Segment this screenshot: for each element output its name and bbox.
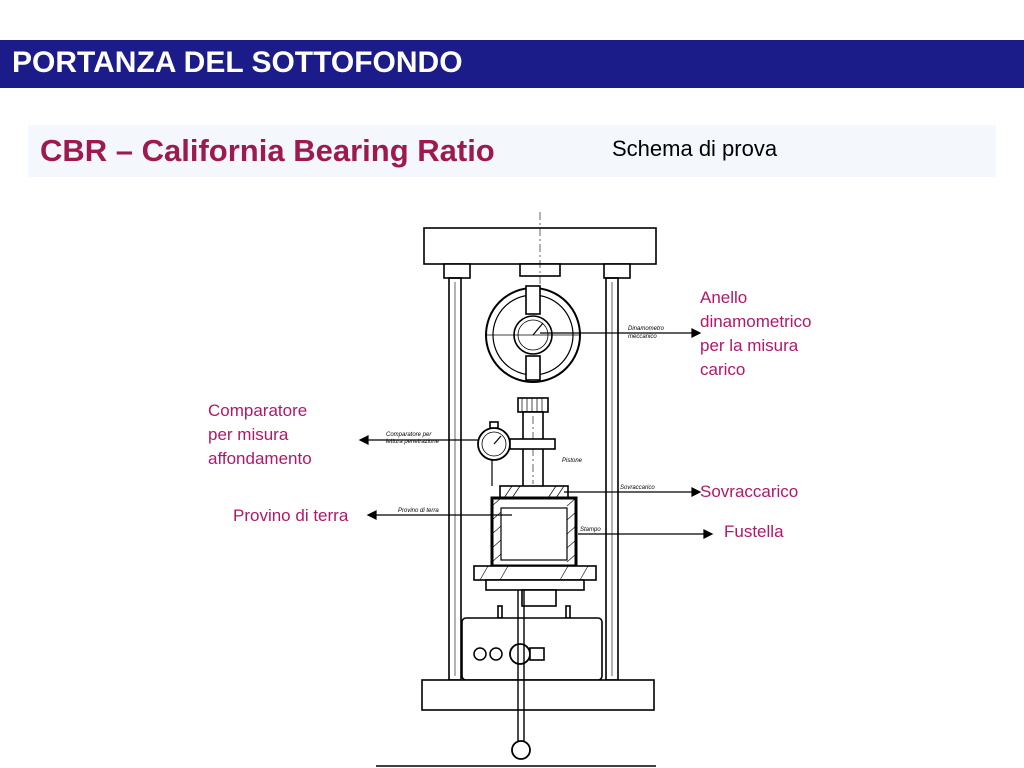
drawing-label-dinamometro: Dinamometro [628, 326, 665, 332]
section-header: CBR – California Bearing Ratio Schema di… [28, 125, 996, 177]
crank-handle [511, 740, 531, 760]
callout-comparatore: Comparatore per misura affondamento [208, 399, 312, 471]
callout-sovraccarico-text: Sovraccarico [700, 482, 799, 501]
base-plate [473, 565, 597, 581]
callout-comparatore-line-3: affondamento [208, 449, 312, 468]
drawing-label-stampo: Stampo [580, 527, 601, 533]
page-title: PORTANZA DEL SOTTOFONDO [12, 46, 463, 79]
drawing-label-pistone: Pistone [562, 458, 583, 464]
callout-comparatore-line-2: per misura [208, 425, 289, 444]
header-bar: PORTANZA DEL SOTTOFONDO [0, 40, 1024, 88]
drawing-label-comparatore: Comparatore per [386, 432, 432, 438]
callout-comparatore-line-1: Comparatore [208, 401, 308, 420]
callout-sovraccarico: Sovraccarico [700, 480, 798, 504]
drawing-label-meccanico: meccanico [628, 334, 657, 340]
callout-anello-dinamometrico: Anello dinamometrico per la misura caric… [700, 286, 812, 382]
drawing-label-provino: Provino di terra [398, 508, 439, 514]
callout-anello-line-1: Anello [700, 288, 748, 307]
callout-fustella: Fustella [724, 520, 784, 544]
drawing-label-penetrazione: lettura penetrazione [386, 439, 440, 445]
callout-anello-line-2: dinamometrico [700, 312, 812, 331]
callout-fustella-text: Fustella [724, 522, 784, 541]
drawing-label-sovraccarico: Sovraccarico [620, 485, 655, 491]
surcharge-plates [499, 485, 569, 499]
callout-anello-line-4: carico [700, 360, 746, 379]
callout-provino-text: Provino di terra [233, 506, 349, 525]
callout-anello-line-3: per la misura [700, 336, 799, 355]
section-title: CBR – California Bearing Ratio [40, 133, 495, 168]
callout-provino: Provino di terra [233, 504, 348, 528]
schema-label: Schema di prova [612, 136, 778, 161]
machine-base [421, 679, 655, 711]
